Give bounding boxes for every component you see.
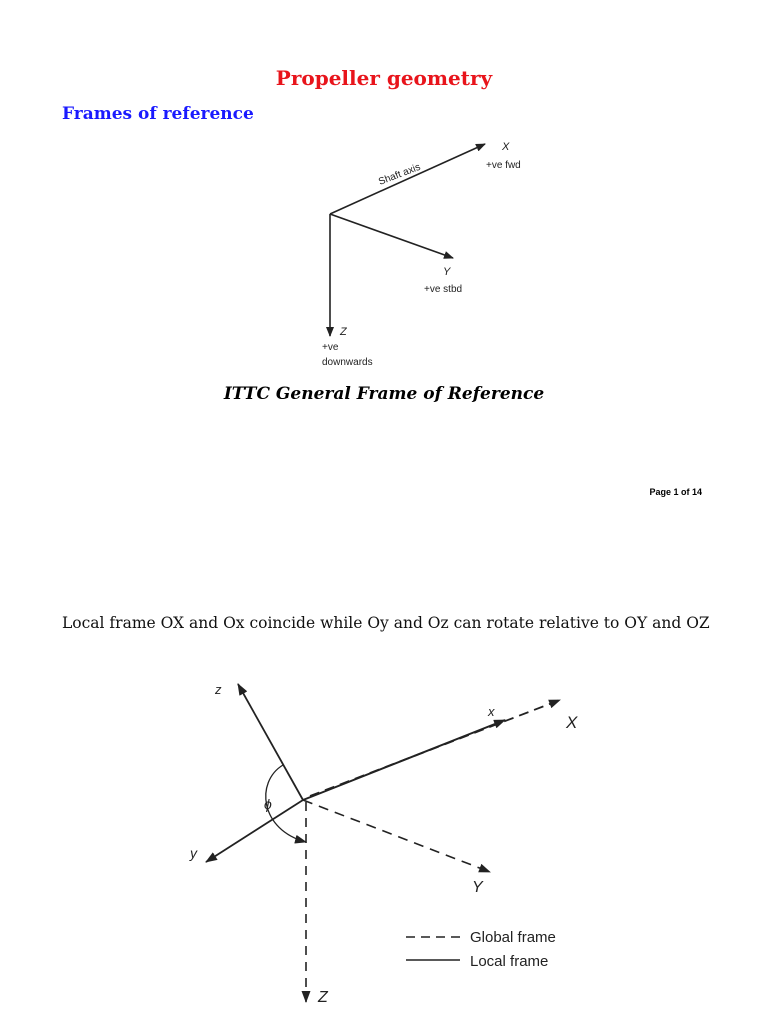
local-z-label: z <box>214 682 222 697</box>
phi-label: ϕ <box>264 796 272 812</box>
local-y-label: y <box>189 845 198 861</box>
local-y-axis <box>205 799 304 863</box>
ittc-frame-diagram: Shaft axis X +ve fwd Y +ve stbd Z +ve do… <box>322 141 521 368</box>
global-y-axis <box>302 799 491 873</box>
figure-caption: ITTC General Frame of Reference <box>223 384 545 404</box>
shaft-axis-line <box>329 143 486 215</box>
y-axis-label: Y <box>443 266 451 278</box>
phi-angle-arc <box>265 764 307 844</box>
global-x-label: X <box>565 713 578 732</box>
legend-global-label: Global frame <box>470 929 556 946</box>
local-z-axis <box>237 683 304 801</box>
page-number: Page 1 of 14 <box>649 487 702 497</box>
global-x-axis <box>309 699 561 797</box>
y-axis-desc: +ve stbd <box>424 284 462 295</box>
page-title: Propeller geometry <box>275 66 493 90</box>
local-global-frame-diagram: z x X y Y Z ϕ Global frame Local frame <box>189 682 578 1006</box>
z-axis-desc-1: +ve <box>322 342 339 353</box>
z-axis-label: Z <box>339 326 348 338</box>
global-y-label: Y <box>472 879 484 896</box>
local-x-label: x <box>487 704 495 719</box>
x-axis-label: X <box>501 141 510 153</box>
z-axis-desc-2: downwards <box>322 357 373 368</box>
y-axis-line <box>329 213 454 259</box>
section-heading: Frames of reference <box>62 104 254 124</box>
legend-local-label: Local frame <box>470 953 548 970</box>
global-z-label: Z <box>317 989 329 1006</box>
body-paragraph: Local frame OX and Ox coincide while Oy … <box>62 614 710 632</box>
x-axis-desc: +ve fwd <box>486 160 521 171</box>
